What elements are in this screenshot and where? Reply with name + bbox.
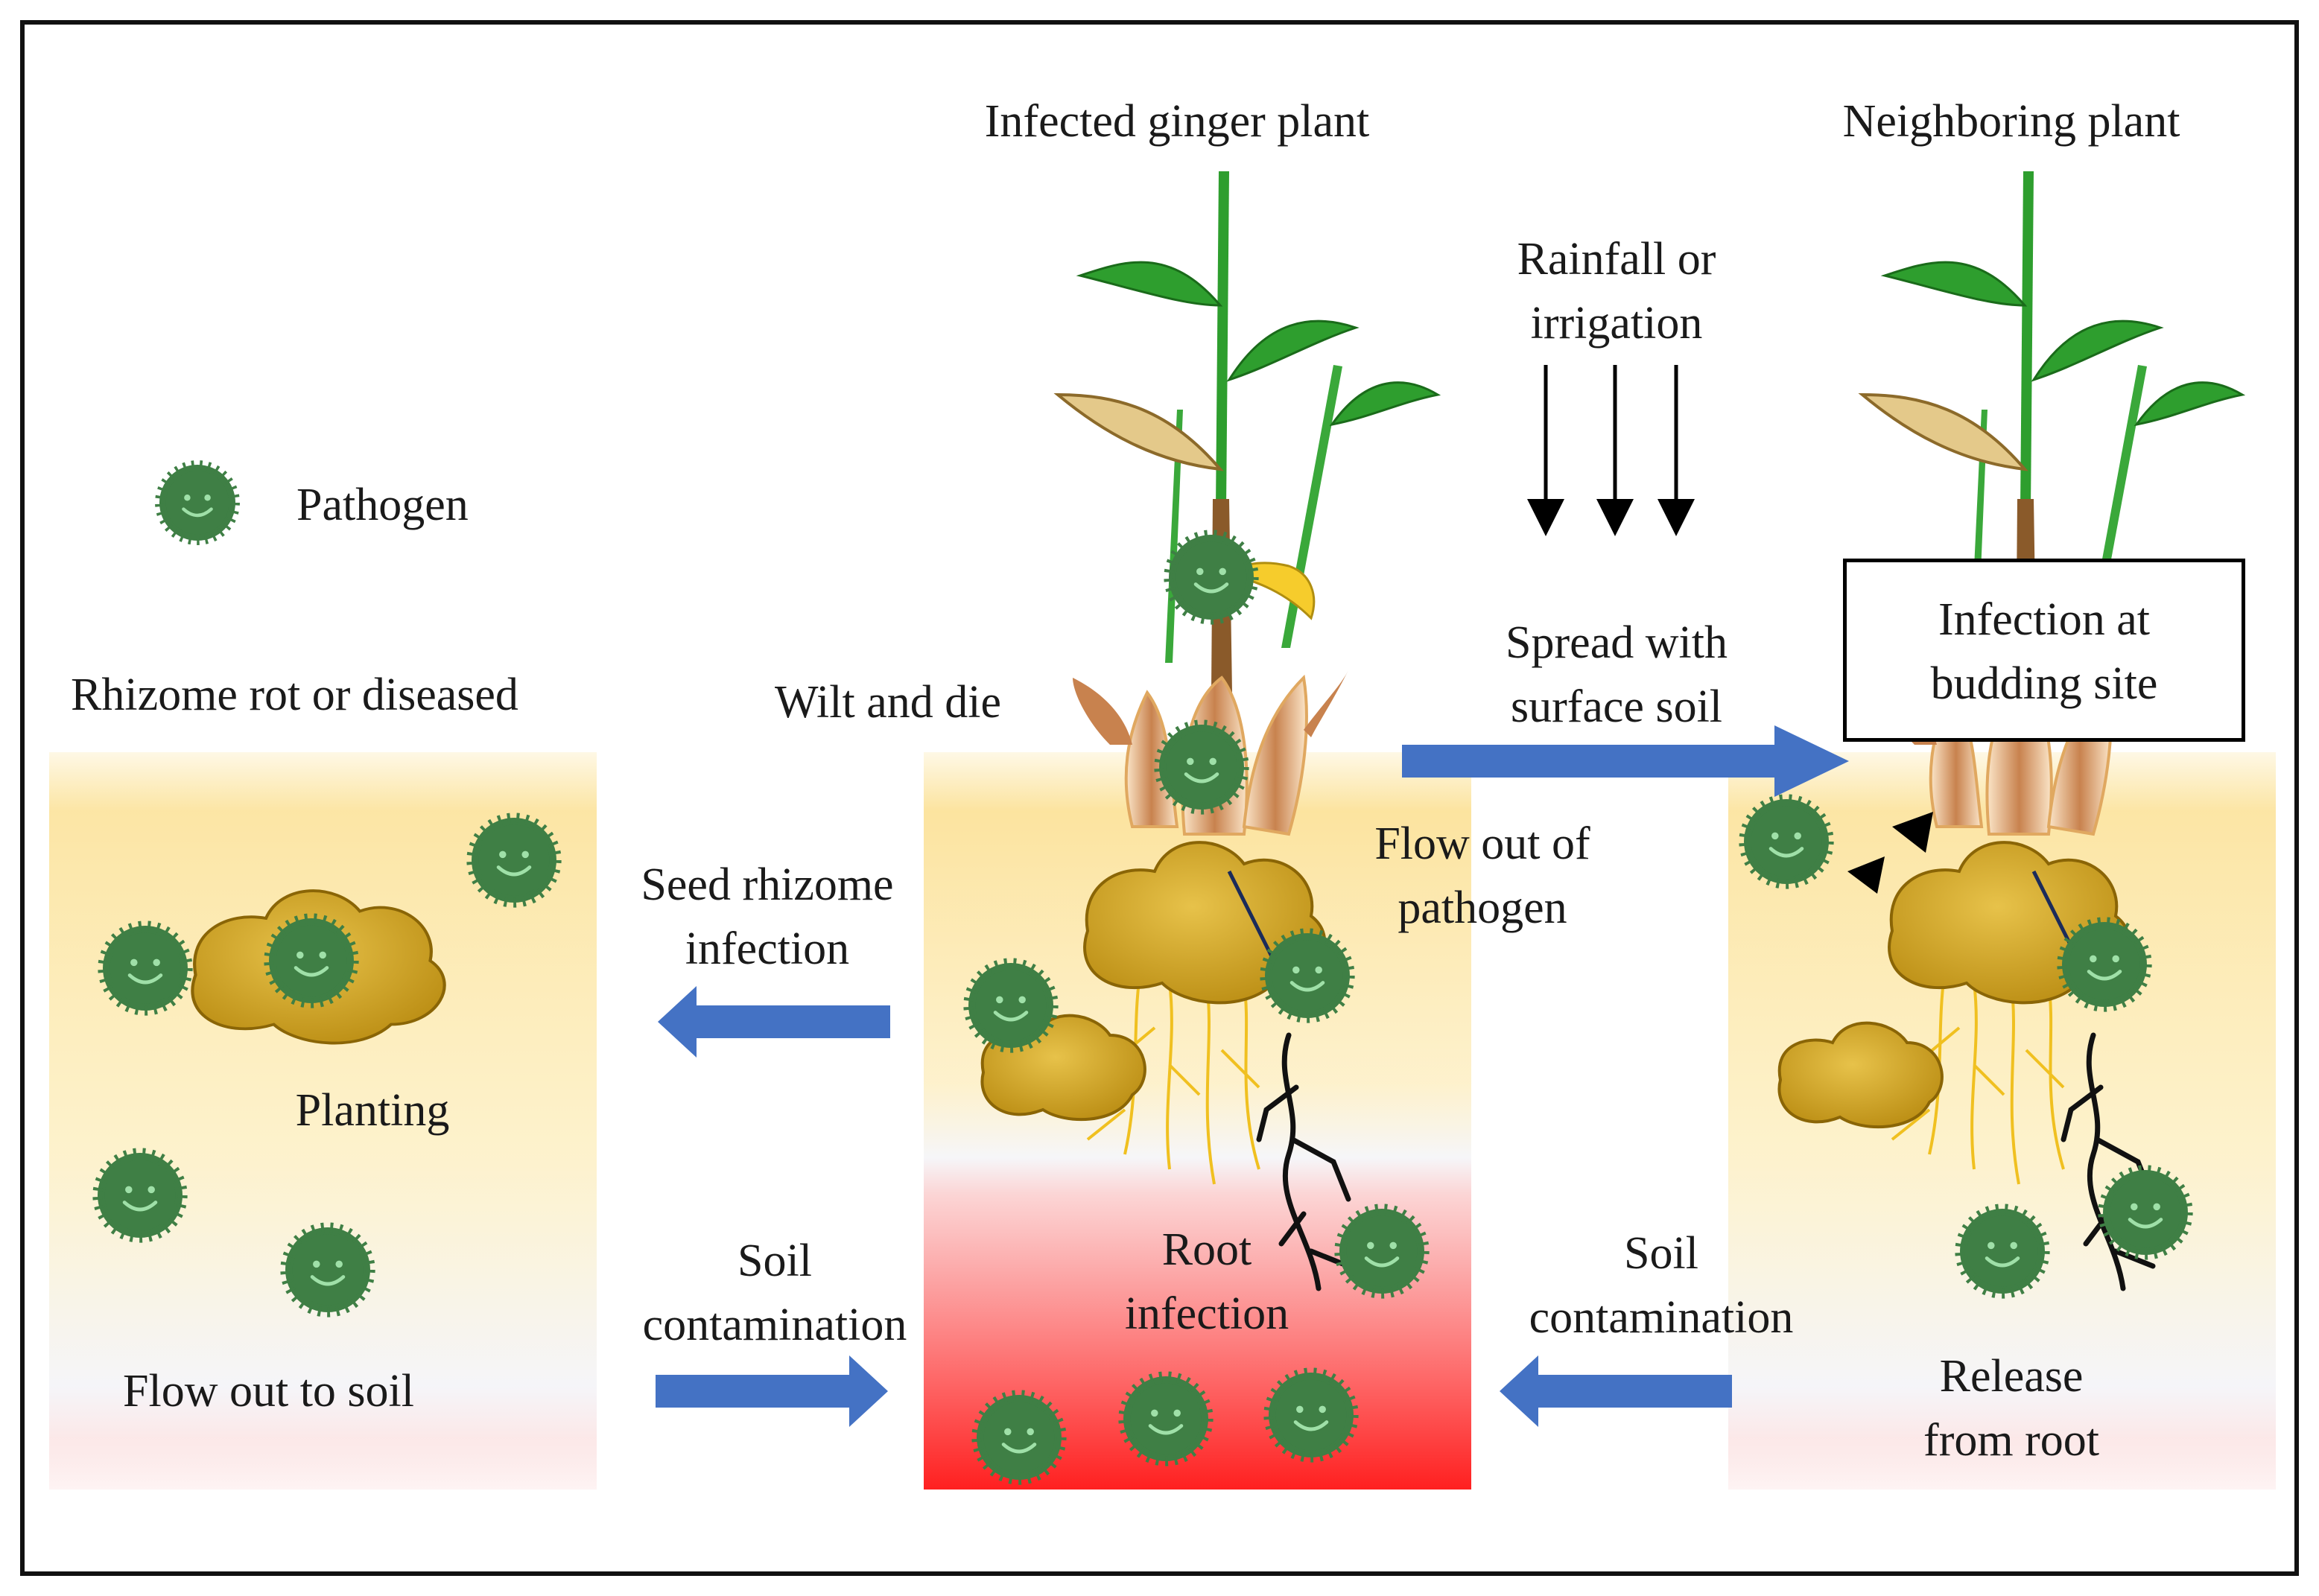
infected-plant-label: Infected ginger plant xyxy=(984,96,1370,147)
rhizome-rot-label: Rhizome rot or diseased xyxy=(71,670,518,720)
infection-budding-label: Infection at budding site xyxy=(1930,594,2158,709)
seed-rhizome-text: Seed rhizome infection xyxy=(641,859,894,974)
flow-out-pathogen-label: Flow out of pathogen xyxy=(1311,812,1654,940)
spread-surface-text: Spread with surface soil xyxy=(1506,617,1728,732)
soil-contamination-right-text: Soil contamination xyxy=(1529,1228,1794,1343)
budding-marker-icon xyxy=(1892,812,1933,853)
rain-arrow-icon xyxy=(1527,365,1695,536)
infection-budding-box: Infection at budding site xyxy=(1843,559,2245,742)
planting-label: Planting xyxy=(295,1085,450,1136)
pathogen-legend-label: Pathogen xyxy=(296,480,469,530)
neighboring-plant-label: Neighboring plant xyxy=(1842,96,2180,147)
seed-rhizome-label: Seed rhizome infection xyxy=(581,853,954,981)
rainfall-label: Rainfall or irrigation xyxy=(1423,227,1810,355)
wilt-and-die-label: Wilt and die xyxy=(775,677,1001,728)
flow-out-pathogen-text: Flow out of pathogen xyxy=(1374,818,1590,933)
root-infection-text: Root infection xyxy=(1124,1224,1289,1339)
spread-surface-label: Spread with surface soil xyxy=(1400,611,1833,739)
release-root-label: Release from root xyxy=(1847,1344,2175,1472)
soil-contamination-left-text: Soil contamination xyxy=(642,1236,907,1350)
release-root-text: Release from root xyxy=(1923,1351,2099,1466)
flow-out-soil-label: Flow out to soil xyxy=(123,1366,415,1417)
soil-contamination-right-label: Soil contamination xyxy=(1468,1221,1855,1349)
rainfall-text: Rainfall or irrigation xyxy=(1517,234,1716,349)
root-infection-label: Root infection xyxy=(1058,1218,1356,1346)
soil-contamination-left-label: Soil contamination xyxy=(581,1229,968,1357)
budding-marker-icon xyxy=(1847,856,1885,894)
